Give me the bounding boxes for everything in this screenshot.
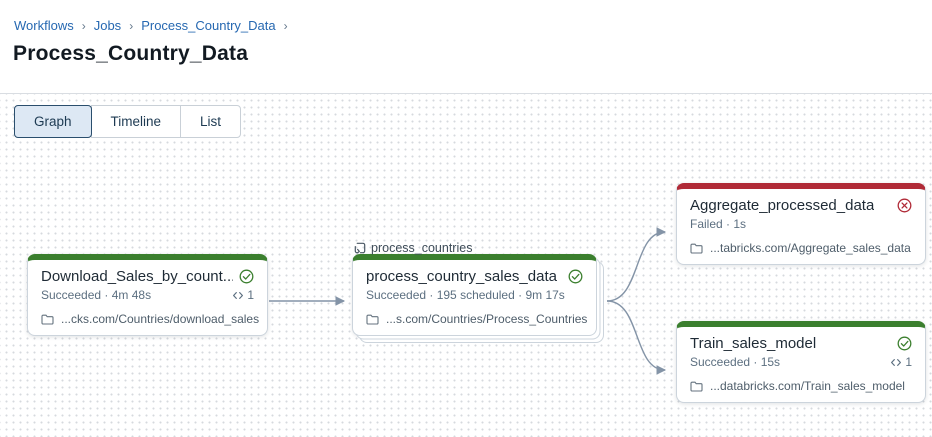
tab-graph[interactable]: Graph	[14, 105, 92, 138]
breadcrumb-separator: ›	[129, 18, 134, 33]
task-status-line: Succeeded · 195 scheduled · 9m 17s	[366, 288, 565, 302]
task-status-line: Failed · 1s	[690, 217, 747, 231]
task-status-line: Succeeded · 4m 48s	[41, 288, 152, 302]
graph-edges	[269, 227, 667, 375]
task-title: Aggregate_processed_data	[690, 197, 875, 214]
breadcrumb-workflows[interactable]: Workflows	[14, 18, 74, 33]
task-path: ...cks.com/Countries/download_sales	[61, 312, 260, 326]
edge-process-to-aggregate	[606, 227, 667, 302]
task-node-train-sales-model[interactable]: Train_sales_model Succeeded · 15s 1	[676, 321, 926, 403]
breadcrumb-separator: ›	[81, 18, 86, 33]
code-icon	[232, 290, 244, 301]
failed-icon	[897, 198, 912, 213]
for-each-label: process_countries	[354, 241, 472, 255]
task-path: ...s.com/Countries/Process_Countries	[386, 312, 588, 326]
success-icon	[239, 269, 254, 284]
task-node-download-sales[interactable]: Download_Sales_by_count... Succeeded · 4…	[27, 254, 268, 336]
task-node-process-country-sales[interactable]: process_countries process_country_sales_…	[352, 241, 597, 336]
code-count: 1	[905, 355, 912, 369]
success-icon	[568, 269, 583, 284]
task-status-line: Succeeded · 15s	[690, 355, 781, 369]
task-title: process_country_sales_data	[366, 268, 557, 285]
edge-process-to-train	[606, 300, 667, 375]
success-icon	[897, 336, 912, 351]
for-each-task-name: process_countries	[371, 241, 473, 255]
code-count-badge: 1	[232, 288, 254, 302]
loop-icon	[354, 242, 366, 254]
task-path: ...tabricks.com/Aggregate_sales_data	[710, 241, 911, 255]
code-count-badge: 1	[890, 355, 912, 369]
task-title: Train_sales_model	[690, 335, 817, 352]
folder-icon	[690, 243, 703, 254]
page-header: Workflows › Jobs › Process_Country_Data …	[0, 0, 932, 94]
task-title: Download_Sales_by_count...	[41, 268, 233, 285]
task-node-aggregate-processed[interactable]: Aggregate_processed_data Failed · 1s ...…	[676, 183, 926, 265]
view-tabs: Graph Timeline List	[14, 105, 242, 138]
page-title: Process_Country_Data	[13, 42, 249, 65]
breadcrumb-separator: ›	[283, 18, 288, 33]
code-icon	[890, 357, 902, 368]
task-path: ...databricks.com/Train_sales_model	[710, 379, 905, 393]
breadcrumb: Workflows › Jobs › Process_Country_Data …	[14, 18, 288, 33]
folder-icon	[366, 314, 379, 325]
folder-icon	[690, 381, 703, 392]
job-graph-canvas[interactable]: Graph Timeline List Download_Sales_by_co…	[0, 94, 932, 437]
folder-icon	[41, 314, 54, 325]
tab-timeline[interactable]: Timeline	[90, 105, 182, 138]
breadcrumb-jobs[interactable]: Jobs	[93, 18, 122, 33]
tab-list[interactable]: List	[180, 105, 242, 138]
code-count: 1	[247, 288, 254, 302]
breadcrumb-job-name[interactable]: Process_Country_Data	[141, 18, 276, 33]
